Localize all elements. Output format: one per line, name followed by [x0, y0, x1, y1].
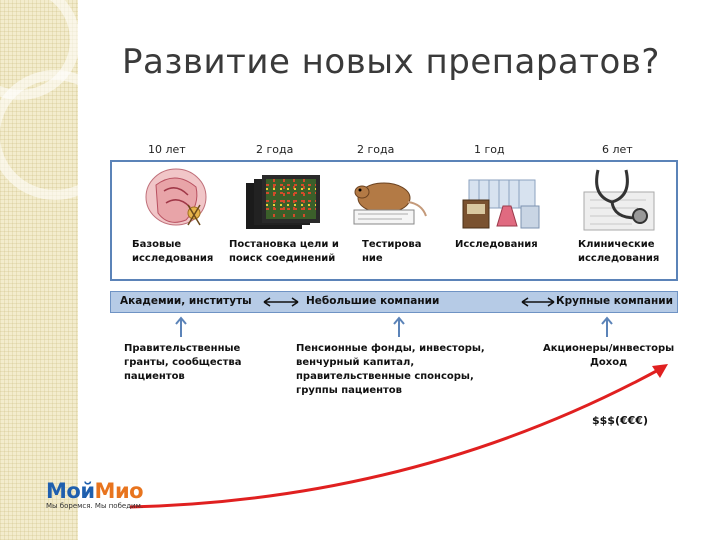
duration-target: 2 года: [256, 143, 294, 156]
org-large-companies: Крупные компании: [556, 295, 673, 307]
double-arrow-icon: [521, 297, 555, 307]
logo-wordmark: МойМио: [46, 479, 144, 503]
funding-academia: Правительственные гранты, сообщества пац…: [124, 342, 241, 384]
stage-label-line: Базовые: [132, 239, 182, 250]
org-academia: Академии, институты: [120, 295, 252, 307]
funding-line: группы пациентов: [296, 385, 403, 396]
slide-title: Развитие новых препаратов?: [122, 42, 660, 82]
duration-research: 1 год: [474, 143, 505, 156]
anatomy-illustration-icon: [145, 168, 207, 226]
funding-line: Пенсионные фонды, инвесторы,: [296, 343, 485, 354]
funding-line: гранты, сообщества: [124, 357, 242, 368]
logo-tagline: Мы боремся. Мы победим.: [46, 502, 144, 510]
funding-line: правительственные спонсоры,: [296, 371, 474, 382]
stage-label-basic: Базовые исследования: [132, 238, 213, 266]
up-arrow-icon: [393, 316, 405, 337]
stage-label-target: Постановка цели и поиск соединений: [229, 238, 339, 266]
funding-line: пациентов: [124, 371, 185, 382]
funding-line: венчурный капитал,: [296, 357, 415, 368]
lab-equipment-icon: [462, 179, 540, 229]
duration-testing: 2 года: [357, 143, 395, 156]
stage-label-line: Исследования: [455, 239, 538, 250]
stage-label-line: ние: [362, 253, 383, 264]
organizations-bar: [110, 291, 678, 313]
stage-label-line: поиск соединений: [229, 253, 336, 264]
money-label: $$$(€€€): [592, 414, 648, 427]
org-small-companies: Небольшие компании: [306, 295, 440, 307]
microarray-plates-icon: [246, 175, 320, 229]
funding-large-companies: Акционеры/инвесторы Доход: [543, 342, 674, 370]
funding-line: Доход: [590, 357, 628, 368]
stage-label-testing: Тестирова ние: [362, 238, 421, 266]
funding-small-companies: Пенсионные фонды, инвесторы, венчурный к…: [296, 342, 485, 398]
stage-label-line: исследования: [578, 253, 660, 264]
duration-clinical: 6 лет: [602, 143, 633, 156]
stage-label-line: исследования: [132, 253, 214, 264]
up-arrow-icon: [175, 316, 187, 337]
double-arrow-icon: [263, 297, 299, 307]
stage-label-line: Постановка цели и: [229, 239, 339, 250]
decorative-side-pattern: [0, 0, 78, 540]
stage-label-clinical: Клинические исследования: [578, 238, 659, 266]
stage-label-research: Исследования: [455, 238, 538, 252]
duration-basic: 10 лет: [148, 143, 186, 156]
logo-part-b: Мио: [94, 479, 144, 503]
funding-line: Правительственные: [124, 343, 241, 354]
logo-part-a: Мой: [46, 479, 95, 503]
funding-line: Акционеры/инвесторы: [543, 343, 675, 354]
up-arrow-icon: [601, 316, 613, 337]
stage-label-line: Тестирова: [362, 239, 422, 250]
stage-label-line: Клинические: [578, 239, 655, 250]
lab-rat-icon: [353, 182, 427, 225]
stethoscope-icon: [583, 169, 655, 231]
logo: МойМио Мы боремся. Мы победим.: [46, 479, 144, 510]
